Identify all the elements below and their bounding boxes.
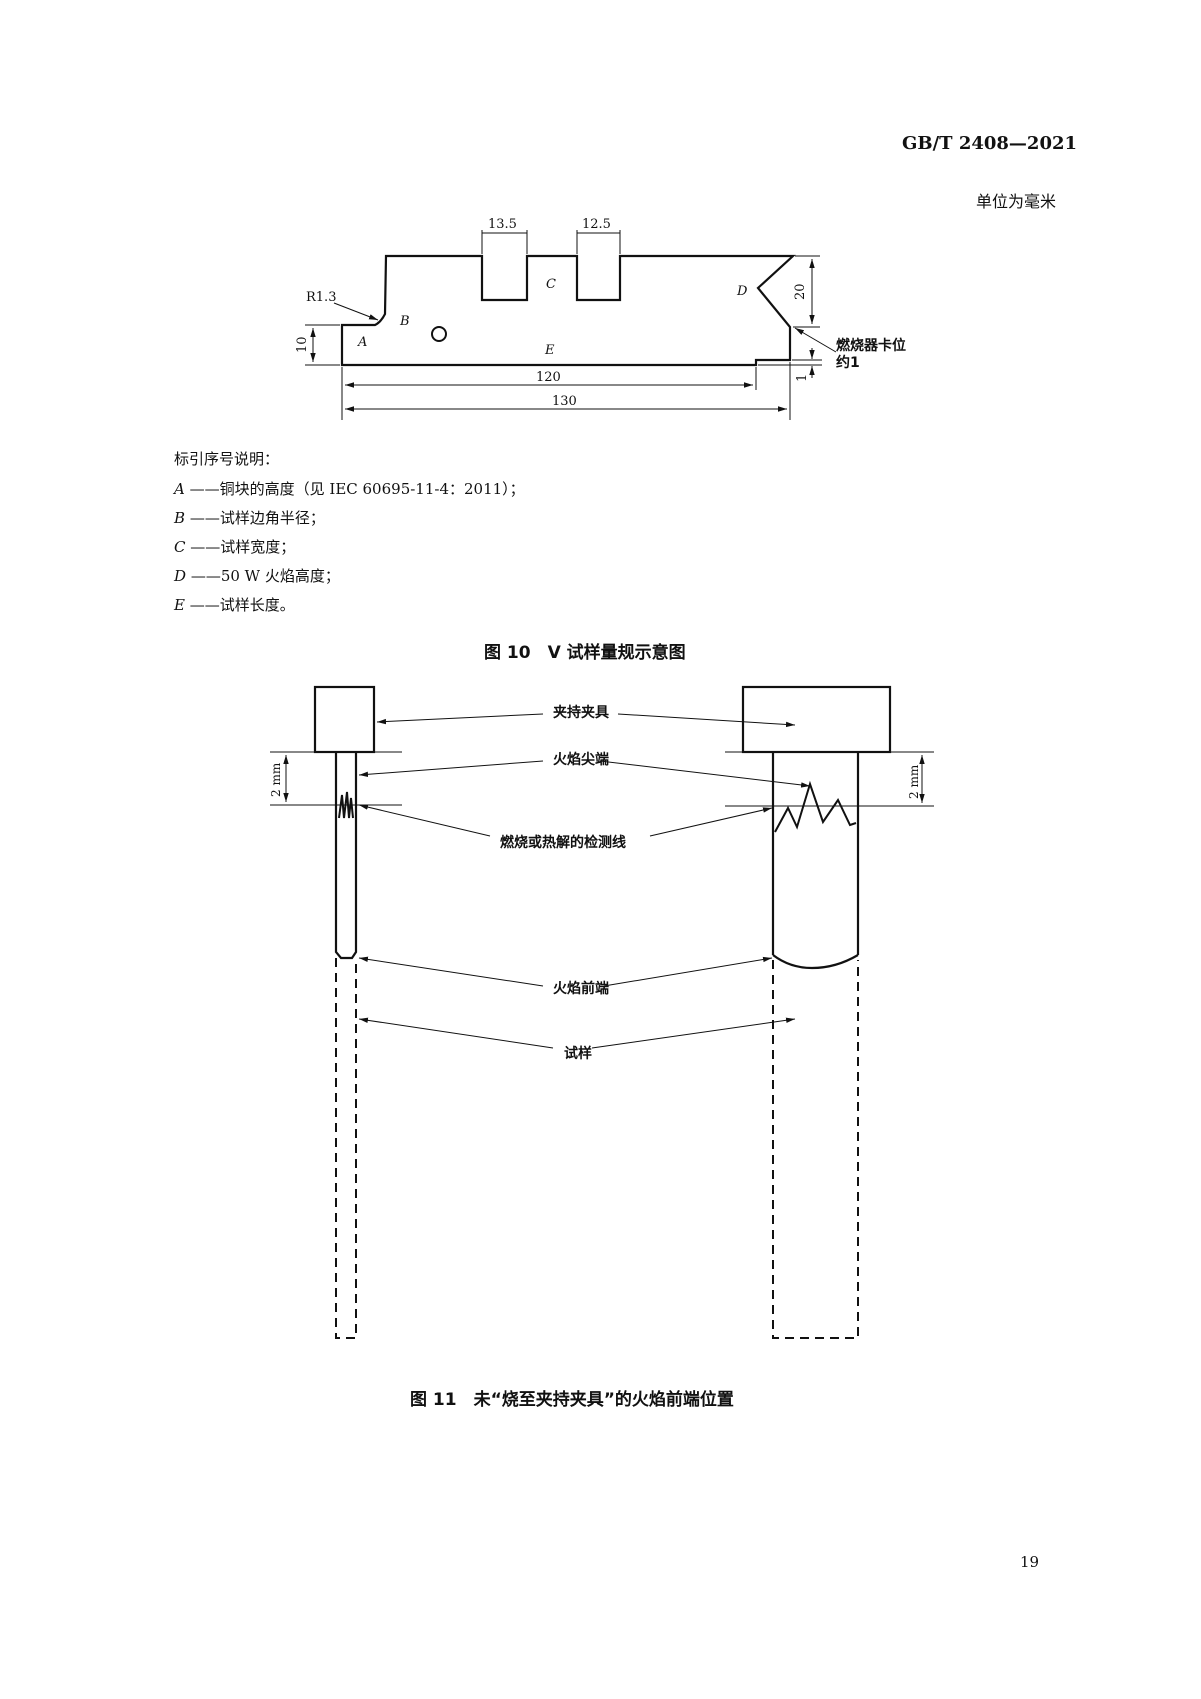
figure-10-drawing: 13.5 12.5 R1.3 10 20 1 燃烧器卡位 约1 120 130 … [295,217,906,420]
legend-item-a: A ——铜块的高度（见 IEC 60695-11-4：2011）； [174,480,525,498]
left-dim-2mm: 2 mm [269,762,283,797]
left-flame [338,791,354,819]
figure-11-caption: 图 11 未“烧至夹持夹具”的火焰前端位置 [410,1390,734,1410]
legend-item-b: B ——试样边角半径； [174,509,325,527]
gauge-hole [431,326,447,342]
label-flame-front: 火焰前端 [553,980,609,997]
dim-step: 1 [795,374,810,382]
right-specimen-dashed [772,960,859,1339]
burner-note-line2: 约1 [836,354,860,371]
label-specimen: 试样 [564,1045,592,1062]
legend-title: 标引序号说明： [174,450,280,468]
right-flame-front [772,954,859,970]
left-specimen-solid [334,752,358,960]
region-b: B [399,314,410,329]
legend-item-c: C ——试样宽度； [174,538,296,556]
label-clamp: 夹持夹具 [553,704,609,721]
standard-code: GB/T 2408—2021 [902,133,1078,154]
units-note: 单位为毫米 [976,192,1057,211]
right-flame [774,780,857,833]
burner-note-line1: 燃烧器卡位 [836,337,906,354]
legend-item-d: D ——50 W 火焰高度； [174,567,340,585]
figure-11-drawing: 2 mm 2 mm 夹持夹具 火焰尖端 燃烧或热解的检测线 火焰前端 试样 [269,685,934,1339]
page-number: 19 [1020,1553,1040,1571]
dim-height-right: 20 [793,283,808,300]
figure-10-caption: 图 10 V 试样量规示意图 [484,643,686,663]
region-e: E [544,343,555,358]
dim-radius: R1.3 [306,290,336,305]
dim-length-inner: 120 [536,370,561,385]
gauge-outline [340,254,796,367]
label-burn-line: 燃烧或热解的检测线 [500,834,626,851]
dim-notch1: 13.5 [488,217,517,232]
label-flame-tip: 火焰尖端 [553,751,609,768]
dim-notch2: 12.5 [582,217,611,232]
region-d: D [736,284,748,299]
right-dim-2mm: 2 mm [907,764,921,799]
legend-item-e: E ——试样长度。 [174,596,295,614]
region-a: A [357,335,367,350]
dim-height-left: 10 [295,336,310,353]
right-specimen-solid [771,752,860,955]
dim-length-outer: 130 [552,394,577,409]
left-specimen-dashed [335,958,357,1339]
left-clamp [313,685,376,754]
region-c: C [546,277,556,292]
right-clamp [741,685,892,754]
